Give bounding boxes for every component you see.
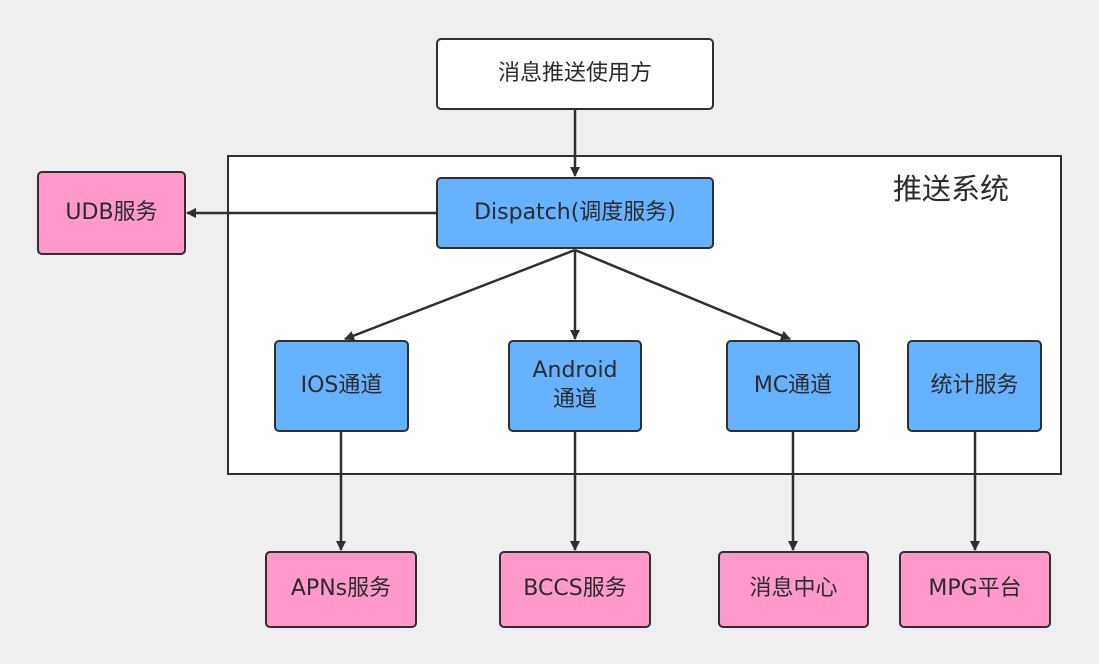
node-message-center: 消息中心 [718,551,869,628]
node-message-center-label: 消息中心 [749,576,838,602]
node-push-user: 消息推送使用方 [436,38,714,110]
node-ios-channel-label: IOS通道 [300,372,383,398]
edge-dispatch-mc [574,248,791,341]
node-android-channel-label: Android 通道 [532,358,618,412]
node-mc-channel: MC通道 [726,340,860,432]
edge-dispatch-ios [344,248,576,341]
node-mpg-platform-label: MPG平台 [928,576,1022,602]
node-push-user-label: 消息推送使用方 [497,60,652,86]
node-udb-service: UDB服务 [37,171,186,255]
node-mpg-platform: MPG平台 [899,551,1051,628]
node-apns-service: APNs服务 [265,551,417,628]
node-stats-service: 统计服务 [907,340,1042,432]
node-bccs-service: BCCS服务 [499,551,651,628]
node-bccs-service-label: BCCS服务 [523,576,627,602]
node-apns-service-label: APNs服务 [290,576,392,602]
node-dispatch-label: Dispatch(调度服务) [474,199,676,225]
node-ios-channel: IOS通道 [274,340,409,432]
node-udb-service-label: UDB服务 [65,199,158,225]
push-system-title: 推送系统 [893,172,1010,206]
node-android-channel: Android 通道 [508,340,642,432]
node-dispatch: Dispatch(调度服务) [436,177,714,249]
node-mc-channel-label: MC通道 [753,372,833,398]
node-stats-service-label: 统计服务 [930,372,1019,398]
